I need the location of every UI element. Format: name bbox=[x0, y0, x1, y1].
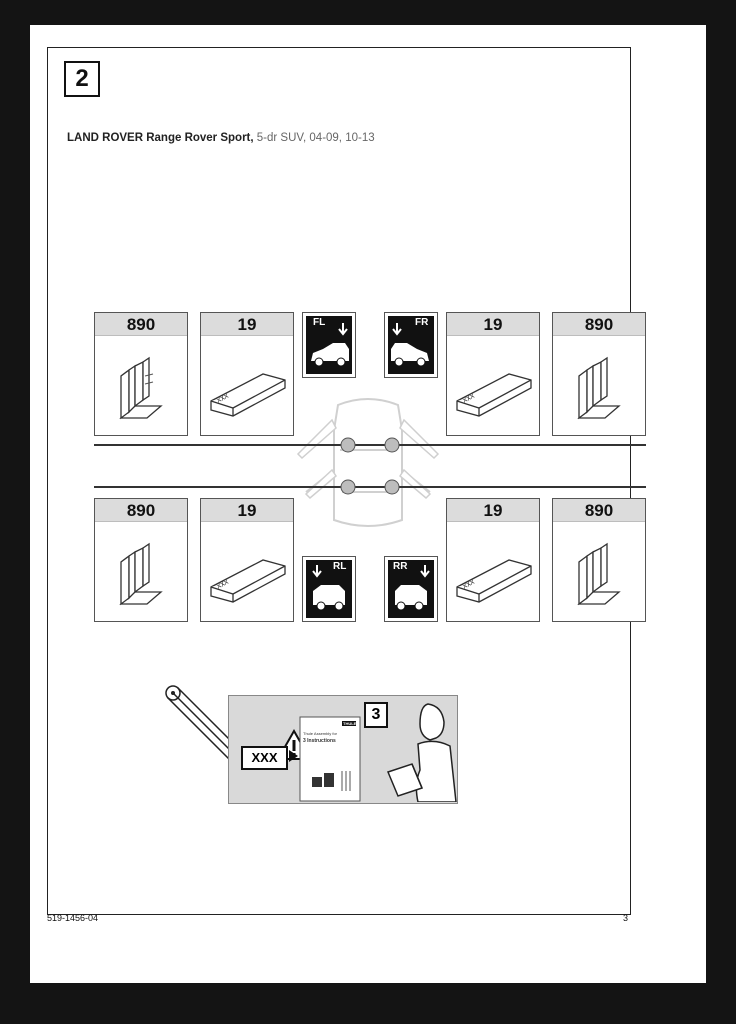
bracket-890-icon bbox=[119, 356, 163, 420]
part-number: 19 bbox=[447, 499, 539, 522]
car-rear-icon bbox=[312, 565, 345, 611]
part-box-890-bottom-left: 890 bbox=[94, 498, 188, 622]
part-box-19-top-right: 19 XXX bbox=[446, 312, 540, 436]
booklet-subtitle: Thule Assembly for bbox=[303, 731, 338, 736]
pad-19-icon bbox=[210, 373, 286, 417]
position-label: RR bbox=[393, 561, 408, 572]
part-box-19-bottom-right: 19 XXX bbox=[446, 498, 540, 622]
vehicle-details: 5-dr SUV, 04-09, 10-13 bbox=[253, 132, 375, 144]
part-box-890-bottom-right: 890 bbox=[552, 498, 646, 622]
part-number: 890 bbox=[553, 313, 645, 336]
step-frame bbox=[47, 47, 631, 915]
booklet-logo: THULE bbox=[343, 721, 357, 726]
pad-19-icon bbox=[456, 559, 532, 603]
code-label: XXX bbox=[241, 746, 288, 770]
part-number: 890 bbox=[553, 499, 645, 522]
position-rear-left: RL bbox=[302, 556, 356, 622]
part-number: 19 bbox=[201, 499, 293, 522]
position-front-left: FL bbox=[302, 312, 356, 378]
page-number: 3 bbox=[623, 913, 629, 923]
bracket-890-icon bbox=[119, 542, 163, 606]
part-number: 19 bbox=[201, 313, 293, 336]
position-rear-right: RR bbox=[384, 556, 438, 622]
car-side-icon bbox=[311, 323, 349, 367]
position-label: FL bbox=[313, 317, 326, 328]
person-reading-icon bbox=[386, 703, 457, 802]
bracket-890-icon bbox=[577, 542, 621, 606]
crossbar-front bbox=[94, 444, 646, 446]
document-number: 519-1456-04 bbox=[47, 913, 99, 923]
crossbar-rear bbox=[94, 486, 646, 488]
next-step-number: 3 bbox=[364, 702, 388, 728]
pad-19-icon bbox=[456, 373, 532, 417]
position-front-right: FR bbox=[384, 312, 438, 378]
part-box-890-top-left: 890 bbox=[94, 312, 188, 436]
vehicle-title: LAND ROVER Range Rover Sport, 5-dr SUV, … bbox=[67, 132, 375, 144]
part-box-19-top-left: 19 XXX bbox=[200, 312, 294, 436]
pad-19-icon bbox=[210, 559, 286, 603]
part-number: 890 bbox=[95, 313, 187, 336]
bracket-890-icon bbox=[577, 356, 621, 420]
step-number: 2 bbox=[64, 61, 100, 97]
position-label: FR bbox=[415, 317, 429, 328]
part-number: 890 bbox=[95, 499, 187, 522]
booklet-title: 3 Instructions bbox=[303, 738, 336, 744]
arrow-right-icon bbox=[289, 750, 298, 762]
car-rear-icon bbox=[395, 565, 430, 611]
car-side-icon bbox=[391, 323, 429, 367]
vehicle-make-model: LAND ROVER Range Rover Sport, bbox=[67, 132, 254, 144]
position-label: RL bbox=[333, 561, 347, 572]
part-number: 19 bbox=[447, 313, 539, 336]
instruction-booklet-icon bbox=[299, 716, 361, 802]
part-box-890-top-right: 890 bbox=[552, 312, 646, 436]
part-box-19-bottom-left: 19 XXX bbox=[200, 498, 294, 622]
